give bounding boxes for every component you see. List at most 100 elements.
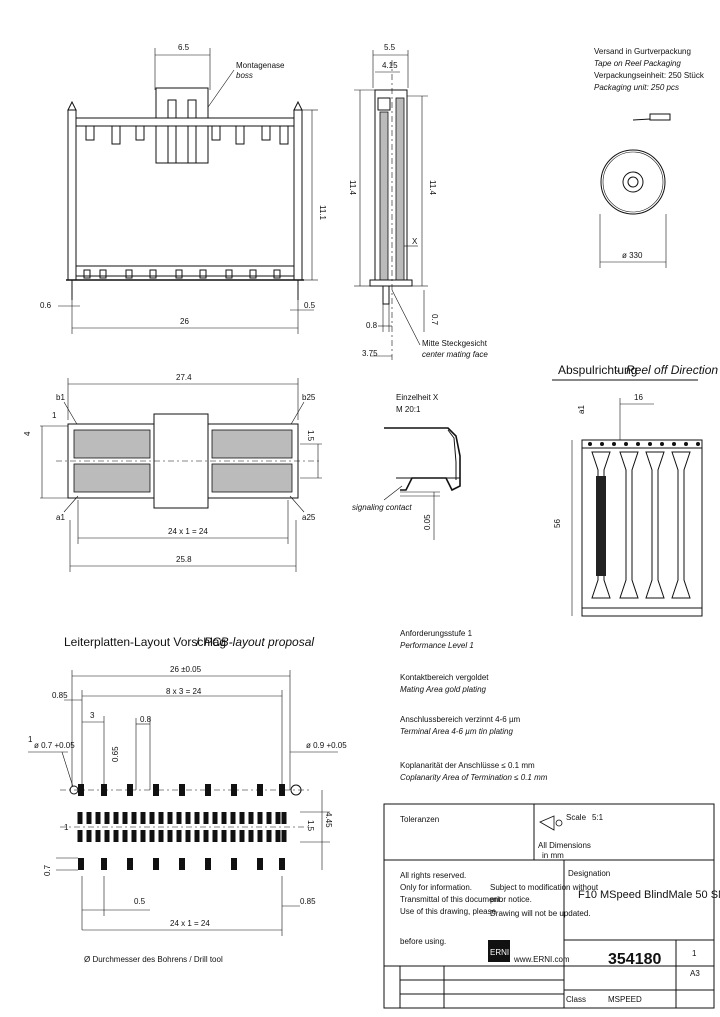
tb-website: www.ERNI.com bbox=[513, 955, 570, 964]
pcb-dim-0-85-bottom: 0.85 bbox=[300, 897, 316, 906]
tape-pockets bbox=[591, 451, 691, 599]
svg-text:/: / bbox=[196, 635, 200, 649]
center-label-de: Mitte Steckgesicht bbox=[422, 339, 488, 348]
tb-part-number: 354180 bbox=[608, 951, 661, 968]
label-b1: b1 bbox=[56, 393, 65, 402]
center-label-en: center mating face bbox=[422, 350, 488, 359]
pcb-dim-8x3: 8 x 3 = 24 bbox=[166, 687, 202, 696]
tb-rights-3: Transmittal of this document. bbox=[400, 895, 502, 904]
pack-line1-en: Tape on Reel Packaging bbox=[594, 59, 681, 68]
dim-4-15: 4.15 bbox=[382, 61, 398, 70]
note1-en: Performance Level 1 bbox=[400, 641, 474, 650]
pcb-title-en: PCB-layout proposal bbox=[204, 635, 314, 649]
detail-title: Einzelheit X bbox=[396, 393, 439, 402]
pcb-large-pads-top bbox=[78, 784, 285, 796]
top-view: 27.4 b1 b25 1 4 1.5 a1 a25 24 x 1 = bbox=[23, 373, 322, 572]
reel-dim-56: 56 bbox=[553, 519, 562, 528]
svg-text:-: - bbox=[616, 363, 620, 377]
reel-dir-title-en: Reel off Direction bbox=[626, 363, 718, 377]
note2-de: Kontaktbereich vergoldet bbox=[400, 673, 489, 682]
pcb-dim-1-5: 1.5 bbox=[306, 820, 315, 832]
tb-rights-2: Only for information. bbox=[400, 883, 472, 892]
tb-designation-label: Designation bbox=[568, 869, 610, 878]
label-b25: b25 bbox=[302, 393, 316, 402]
pcb-dim-24x1: 24 x 1 = 24 bbox=[170, 919, 210, 928]
note3-en: Terminal Area 4-6 µm tin plating bbox=[400, 727, 514, 736]
dim-6-5: 6.5 bbox=[178, 43, 190, 52]
tb-class-value: MSPEED bbox=[608, 995, 642, 1004]
pcb-dim-26: 26 ±0.05 bbox=[170, 665, 202, 674]
signal-contact-label: signaling contact bbox=[352, 503, 412, 512]
erni-logo-text: ERNI bbox=[490, 948, 509, 957]
dim-1-5: 1.5 bbox=[306, 430, 315, 442]
pcb-mark-1-mid: 1 bbox=[64, 823, 69, 832]
dim-11-1: 11.1 bbox=[318, 205, 327, 221]
dim-0-7: 0.7 bbox=[430, 314, 439, 326]
tb-sheet: 1 bbox=[692, 949, 697, 958]
top-view-contacts bbox=[73, 429, 293, 493]
detail-scale: M 20:1 bbox=[396, 405, 421, 414]
pack-line2-en: Packaging unit: 250 pcs bbox=[594, 83, 679, 92]
pcb-title-de: Leiterplatten-Layout Vorschlag bbox=[64, 635, 226, 649]
tb-class-label: Class bbox=[566, 995, 586, 1004]
dim-0-6: 0.6 bbox=[40, 301, 52, 310]
title-block: Toleranzen Scale 5:1 All Dimensions in m… bbox=[383, 803, 720, 1009]
spec-notes: Anforderungsstufe 1 Performance Level 1 … bbox=[400, 629, 548, 782]
reel-off-direction: Abspulrichtung - Reel off Direction a1 1… bbox=[552, 363, 718, 617]
reel-dir-title-de: Abspulrichtung bbox=[558, 363, 637, 377]
dim-0-5: 0.5 bbox=[304, 301, 316, 310]
dim-1: 1 bbox=[52, 411, 57, 420]
dim-24: 24 x 1 = 24 bbox=[168, 527, 208, 536]
tb-tolerance: Toleranzen bbox=[400, 815, 439, 824]
pcb-dim-0-7: 0.7 bbox=[43, 864, 52, 876]
tb-subject-3: Drawing will not be updated. bbox=[490, 909, 591, 918]
pcb-dim-4-45: 4.45 bbox=[324, 812, 333, 828]
tb-subject-2: prior notice. bbox=[490, 895, 532, 904]
tb-scale-value: 5:1 bbox=[592, 813, 604, 822]
note3-de: Anschlussbereich verzinnt 4-6 µm bbox=[400, 715, 521, 724]
side-view: 6.5 Montagenase boss bbox=[40, 43, 327, 334]
pcb-dim-0-5: 0.5 bbox=[134, 897, 146, 906]
dim-4: 4 bbox=[23, 431, 32, 436]
packaging-info: Versand in Gurtverpackung Tape on Reel P… bbox=[594, 47, 705, 268]
pcb-layout: Leiterplatten-Layout Vorschlag / PCB-lay… bbox=[28, 635, 347, 964]
mount-label-en: boss bbox=[236, 71, 253, 80]
reel-dim-16: 16 bbox=[634, 393, 643, 402]
pcb-hole-right: ø 0.9 +0.05 bbox=[306, 741, 347, 750]
pack-line1-de: Versand in Gurtverpackung bbox=[594, 47, 691, 56]
note4-de: Koplanarität der Anschlüsse ≤ 0.1 mm bbox=[400, 761, 535, 770]
dim-0-8: 0.8 bbox=[366, 321, 378, 330]
dim-27-4: 27.4 bbox=[176, 373, 192, 382]
dim-11-4-right: 11.4 bbox=[428, 180, 437, 196]
label-a1: a1 bbox=[56, 513, 65, 522]
note2-en: Mating Area gold plating bbox=[400, 685, 487, 694]
reel-diameter: ø 330 bbox=[622, 251, 643, 260]
dim-25-8: 25.8 bbox=[176, 555, 192, 564]
pcb-mark-1-top: 1 bbox=[28, 735, 33, 744]
tape-holes bbox=[588, 442, 700, 446]
dim-26: 26 bbox=[180, 317, 189, 326]
reel-a1: a1 bbox=[577, 405, 586, 414]
erni-logo bbox=[488, 940, 510, 962]
reel-icon bbox=[600, 113, 671, 215]
note1-de: Anforderungsstufe 1 bbox=[400, 629, 473, 638]
dim-11-4-left: 11.4 bbox=[348, 180, 357, 196]
pcb-dim-0-85-top: 0.85 bbox=[52, 691, 68, 700]
dim-5-5: 5.5 bbox=[384, 43, 396, 52]
tb-size: A3 bbox=[690, 969, 700, 978]
pack-line2-de: Verpackungseinheit: 250 Stück bbox=[594, 71, 705, 80]
pcb-dim-3: 3 bbox=[90, 711, 95, 720]
detail-dim-0-05: 0.05 bbox=[423, 514, 432, 530]
pcb-footer: Ø Durchmesser des Bohrens / Drill tool bbox=[84, 955, 223, 964]
side-bottom-contacts bbox=[83, 269, 281, 279]
note4-en: Coplanarity Area of Termination ≤ 0.1 mm bbox=[400, 773, 548, 782]
label-a25: a25 bbox=[302, 513, 316, 522]
tb-rights-1: All rights reserved. bbox=[400, 871, 466, 880]
tb-unit: in mm bbox=[542, 851, 564, 860]
side-top-contacts bbox=[85, 125, 289, 145]
projection-symbol-icon bbox=[539, 815, 563, 831]
tb-rights-4: Use of this drawing, please bbox=[400, 907, 497, 916]
pcb-dim-0-8: 0.8 bbox=[140, 715, 152, 724]
